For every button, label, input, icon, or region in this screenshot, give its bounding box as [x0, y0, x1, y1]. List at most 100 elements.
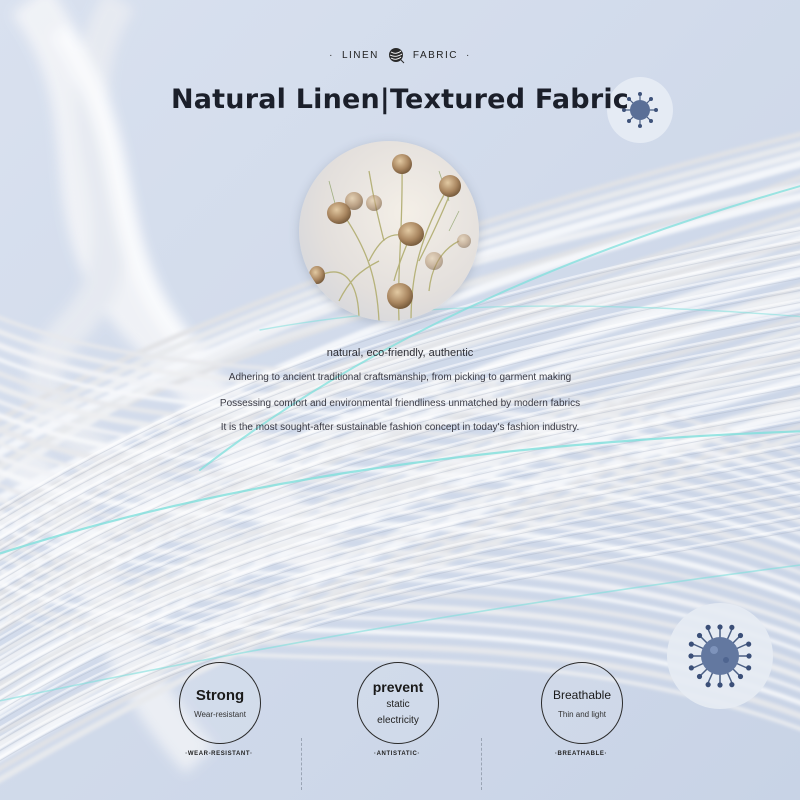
description-line: Possessing comfort and environmental fri… [219, 398, 581, 409]
fiber-strand [0, 478, 800, 720]
fiber-shadow [0, 266, 800, 542]
fiber-shadow [0, 302, 800, 572]
tag-right-text: FABRIC [412, 49, 459, 61]
fiber-strand [0, 238, 800, 519]
fiber-shadow [0, 529, 800, 762]
fiber-strand [0, 496, 800, 628]
virus-spike [705, 624, 711, 630]
fiber-strand [0, 406, 800, 660]
fiber-strand [0, 442, 800, 690]
fiber-strand [0, 454, 800, 589]
feature-breathable: Breathable Thin and light [541, 662, 623, 744]
virus-spike [688, 641, 694, 647]
fiber-strand [0, 298, 800, 569]
feature-tag: ·WEAR-RESISTANT· [185, 751, 253, 757]
virus-spike [737, 632, 744, 639]
virus-spike [696, 673, 703, 680]
fiber-shadow [0, 505, 800, 742]
fiber-strand [0, 328, 800, 472]
virus-spike [717, 624, 723, 630]
divider [481, 738, 482, 790]
virus-spike [737, 673, 744, 680]
description-line: It is the most sought-after sustainable … [220, 422, 580, 433]
virus-spike [746, 665, 752, 671]
tag-dot: · [466, 49, 471, 61]
virus-spike [717, 682, 723, 688]
fiber-strand [0, 430, 800, 680]
fiber-strand [0, 274, 800, 549]
fiber-strand [0, 357, 800, 497]
fiber-strand [0, 322, 800, 589]
fiber-shadow [0, 433, 800, 682]
fiber-shadow [0, 469, 800, 712]
fiber-strand [0, 207, 800, 513]
fiber-strand [0, 310, 800, 579]
accent-thread [199, 185, 800, 471]
fiber-shadow [0, 421, 800, 672]
fiber-strand [0, 262, 800, 539]
virus-icon [666, 602, 774, 710]
fiber-strand [0, 466, 800, 710]
feature-title: prevent [372, 678, 424, 695]
feature-antistatic: prevent static electricity [357, 662, 439, 744]
fiber-shadow [0, 338, 800, 602]
flax-photo [299, 141, 479, 321]
fiber-strand [0, 384, 800, 524]
fiber-shadow [0, 242, 800, 522]
divider [301, 738, 302, 790]
fiber-strand [0, 526, 800, 760]
fiber-strand [0, 382, 800, 639]
fiber-strand [0, 250, 800, 529]
fiber-strand [0, 370, 800, 511]
virus-spike [688, 665, 694, 671]
virus-icon [606, 76, 674, 144]
tag-dot: · [329, 49, 334, 61]
feature-subtitle: Thin and light [557, 710, 607, 719]
feature-tag-text: ANTISTATIC [376, 751, 418, 757]
fiber-strand [0, 418, 800, 670]
feature-tag-text: WEAR-RESISTANT [187, 751, 251, 757]
fiber-shadow [0, 230, 800, 512]
fiber-strand [0, 346, 800, 609]
fiber-shadow [0, 350, 800, 612]
fiber-shadow [0, 409, 800, 662]
fiber-strand [0, 514, 800, 750]
accent-thread [0, 564, 800, 702]
fiber-shadow [0, 481, 800, 722]
fiber-strand [0, 334, 800, 599]
fiber-strand [0, 358, 800, 619]
accent-thread [0, 430, 800, 555]
page-title: Natural Linen|Textured Fabric [170, 84, 630, 115]
virus-spike [746, 653, 752, 659]
fiber-strand [0, 286, 800, 559]
fiber-shadow [0, 445, 800, 692]
fiber-shadow [0, 385, 800, 642]
feature-tag: ·ANTISTATIC· [374, 751, 420, 757]
feature-subtitle: Wear-resistant [194, 710, 246, 719]
virus-spike [729, 624, 735, 630]
fiber-strand [0, 426, 800, 563]
fiber-strand [0, 399, 800, 536]
fiber-shadow [0, 493, 800, 732]
description-lead: natural, eco-friendly, authentic [326, 347, 474, 359]
fiber-shadow [0, 361, 800, 622]
feature-tag-text: BREATHABLE [557, 751, 605, 757]
fiber-shadow [0, 397, 800, 652]
feature-title: Strong [195, 687, 245, 704]
description-line: Adhering to ancient traditional craftsma… [228, 372, 572, 383]
feature-tag: ·BREATHABLE· [554, 751, 608, 757]
fiber-shadow [0, 457, 800, 702]
accent-thread [259, 305, 800, 331]
fiber-strand [0, 394, 800, 649]
brand-tagline: · LINEN FABRIC · [0, 46, 800, 64]
virus-spike [688, 653, 694, 659]
fiber-strand [0, 502, 800, 740]
feature-strong: Strong Wear-resistant [179, 662, 261, 744]
feature-line: static [386, 698, 410, 710]
virus-spike [696, 632, 703, 639]
fiber-strand [0, 370, 800, 629]
fiber-strand [0, 454, 800, 700]
fiber-shadow [0, 517, 800, 752]
virus-spike [705, 682, 711, 688]
